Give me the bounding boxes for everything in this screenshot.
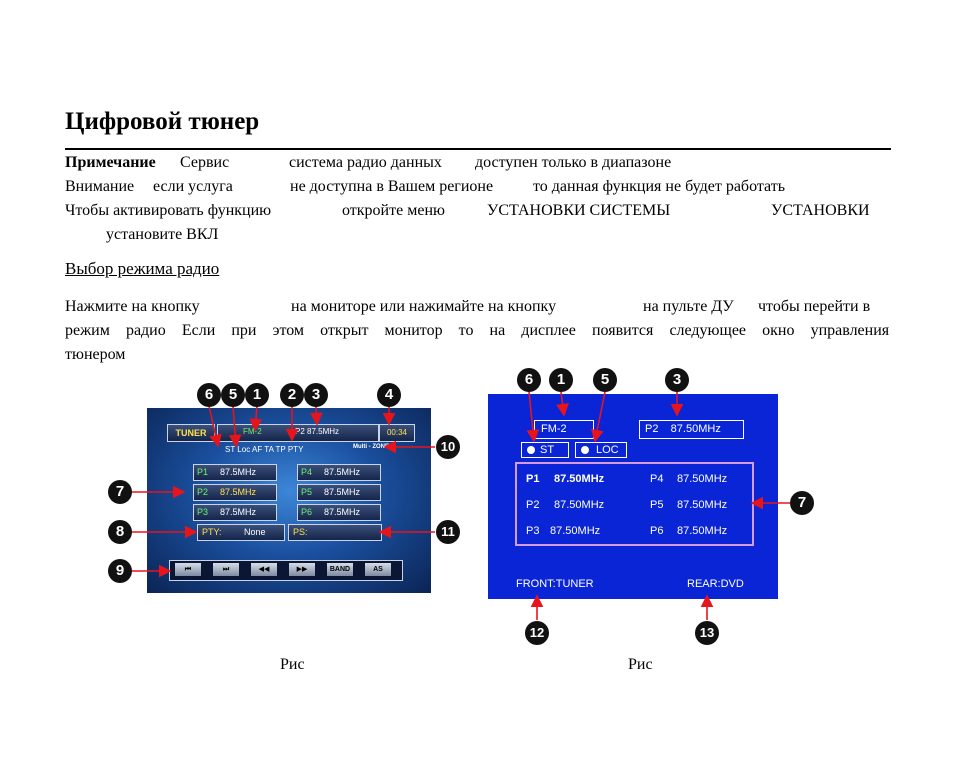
preset-frequency-box: P2 87.50MHz <box>639 420 744 439</box>
band-button[interactable]: BAND <box>327 563 353 576</box>
instruction-text: УСТАНОВКИ <box>771 202 870 219</box>
figure-caption-left: Рис <box>280 656 305 673</box>
figure-caption-right: Рис <box>628 656 653 673</box>
callout-5: 5 <box>221 383 245 407</box>
front-zone-label: FRONT:TUNER <box>516 578 594 590</box>
skip-forward-button[interactable]: ⏭ <box>213 563 239 576</box>
callout-3: 3 <box>304 383 328 407</box>
tuner-schematic: FM-2 P2 87.50MHz ST LOC P1 87.50MHz P2 8… <box>488 394 778 599</box>
callout-9: 9 <box>108 559 132 583</box>
tuner-button[interactable]: TUNER <box>167 424 215 442</box>
rear-zone-label: REAR:DVD <box>687 578 744 590</box>
preset-freq-p3: 87.50MHz <box>550 525 601 537</box>
instruction-text: Чтобы активировать функцию <box>65 202 272 219</box>
paragraph-text: тюнером <box>65 346 126 363</box>
callout-1: 1 <box>245 383 269 407</box>
callout-5: 5 <box>593 368 617 392</box>
paragraph-text: Нажмите на кнопку <box>65 298 200 315</box>
warning-label: Внимание <box>65 178 135 195</box>
warning-text: не доступна в Вашем регионе <box>290 178 494 195</box>
preset-freq-p6: 87.50MHz <box>677 525 728 537</box>
callout-6: 6 <box>197 383 221 407</box>
preset-freq-p5: 87.50MHz <box>677 499 728 511</box>
paragraph-text: чтобы перейти в <box>758 298 871 315</box>
paragraph-text: на пульте ДУ <box>643 298 734 315</box>
callout-7: 7 <box>790 491 814 515</box>
callout-13: 13 <box>695 621 719 645</box>
as-button[interactable]: AS <box>365 563 391 576</box>
instruction-text: УСТАНОВКИ СИСТЕМЫ <box>487 202 671 219</box>
callout-4: 4 <box>377 383 401 407</box>
paragraph-line: режим радио Если при этом открыт монитор… <box>65 322 890 339</box>
seek-back-button[interactable]: ◀◀ <box>251 563 277 576</box>
preset-label-p1: P1 <box>526 473 540 485</box>
preset-label-p3: P3 <box>526 525 540 537</box>
warning-text: то данная функция не будет работать <box>533 178 786 195</box>
instruction-text: установите ВКЛ <box>106 226 219 243</box>
warning-text: если услуга <box>153 178 233 195</box>
preset-label-p5: P5 <box>650 499 664 511</box>
callout-6: 6 <box>517 368 541 392</box>
instruction-text: откройте меню <box>342 202 445 219</box>
note-text: доступен только в диапазоне <box>475 154 672 171</box>
pty-display: PTY: None <box>197 524 285 541</box>
callout-8: 8 <box>108 520 132 544</box>
preset-freq-p2: 87.50MHz <box>554 499 605 511</box>
preset-frequency: P2 87.5MHz <box>295 427 340 436</box>
callout-10: 10 <box>436 435 460 459</box>
note-text: система радио данных <box>289 154 442 171</box>
callout-12: 12 <box>525 621 549 645</box>
multizone-label: Multi - ZONE <box>353 444 389 450</box>
page-title: Цифровой тюнер <box>65 108 260 135</box>
loc-dot-icon <box>581 446 589 454</box>
st-indicator: ST <box>521 442 569 458</box>
title-rule <box>65 148 891 150</box>
callout-3: 3 <box>665 368 689 392</box>
callout-7: 7 <box>108 480 132 504</box>
note-text: Сервис <box>180 154 230 171</box>
rds-indicators: ST Loc AF TA TP PTY <box>225 445 304 454</box>
st-dot-icon <box>527 446 535 454</box>
preset-label-p6: P6 <box>650 525 664 537</box>
skip-back-button[interactable]: ⏮ <box>175 563 201 576</box>
seek-forward-button[interactable]: ▶▶ <box>289 563 315 576</box>
note-label: Примечание <box>65 154 156 171</box>
preset-label-p4: P4 <box>650 473 664 485</box>
callout-2: 2 <box>280 383 304 407</box>
preset-freq-p4: 87.50MHz <box>677 473 728 485</box>
callout-1: 1 <box>549 368 573 392</box>
clock-display: 00:34 <box>379 424 415 442</box>
paragraph-text: на мониторе или нажимайте на кнопку <box>291 298 557 315</box>
preset-label-p2: P2 <box>526 499 540 511</box>
callout-11: 11 <box>436 520 460 544</box>
section-heading: Выбор режима радио <box>65 259 220 278</box>
preset-freq-p1: 87.50MHz <box>554 473 605 485</box>
